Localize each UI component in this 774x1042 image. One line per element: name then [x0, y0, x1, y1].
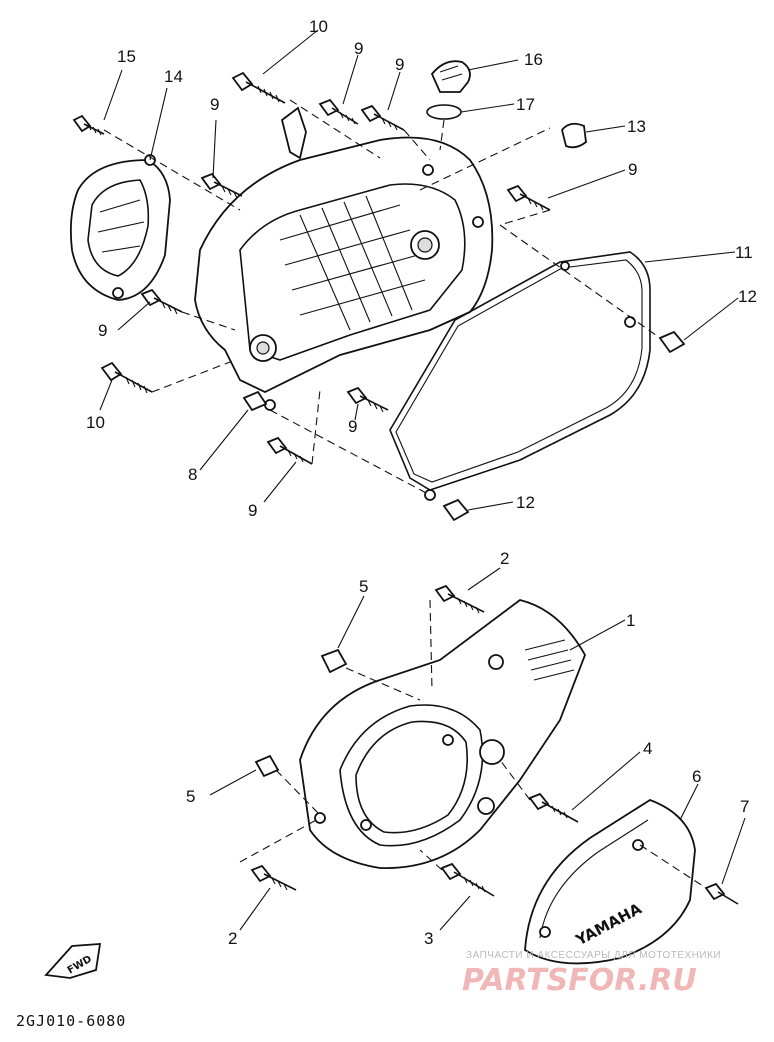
callout-9-a: 9	[354, 39, 363, 58]
callout-5-upper: 5	[359, 577, 368, 596]
part-9-bolt-c	[200, 172, 243, 199]
leader-lines-lower	[209, 567, 746, 931]
callout-4: 4	[643, 739, 652, 758]
part-10-bolt-lower	[100, 361, 153, 394]
fwd-arrow-icon: FWD	[44, 943, 102, 979]
callout-7: 7	[740, 797, 749, 816]
callout-17: 17	[516, 95, 535, 114]
callouts-lower: 2 5 1 4 6 7 5 2 3	[186, 549, 749, 948]
part-16-oil-filler-plug	[430, 60, 471, 93]
callout-9-d: 9	[628, 160, 637, 179]
callout-12-b: 12	[516, 493, 535, 512]
callout-13: 13	[627, 117, 646, 136]
part-6-clutch-cover: YAMAHA	[524, 798, 696, 965]
callout-5-lower: 5	[186, 787, 195, 806]
callout-11: 11	[735, 243, 753, 262]
part-5-dowel-lower	[254, 754, 280, 778]
part-17-o-ring	[426, 104, 462, 120]
part-9-bolt-e	[140, 288, 183, 315]
callout-15: 15	[117, 47, 136, 66]
part-4-bolt	[528, 792, 579, 823]
part-9-bolt-g	[266, 436, 313, 465]
part-9-bolt-b	[360, 104, 405, 131]
part-9-bolt-f	[346, 386, 389, 413]
watermark-tagline: ЗАПЧАСТИ И АКСЕССУАРЫ ДЛЯ МОТОТЕХНИКИ	[466, 950, 721, 961]
watermark: ЗАПЧАСТИ И АКСЕССУАРЫ ДЛЯ МОТОТЕХНИКИ PA…	[462, 950, 721, 998]
callout-3: 3	[424, 929, 433, 948]
leader-lines-upper	[99, 29, 739, 511]
part-1-crankcase-cover	[299, 599, 586, 869]
wire-clip	[280, 106, 307, 160]
callout-14: 14	[164, 67, 183, 86]
callout-8: 8	[188, 465, 197, 484]
crankcase-cover-upper	[194, 136, 494, 411]
callout-16: 16	[524, 50, 543, 69]
callout-6: 6	[692, 767, 701, 786]
callout-9-f: 9	[348, 417, 357, 436]
callout-9-b: 9	[395, 55, 404, 74]
callout-9-g: 9	[248, 501, 257, 520]
part-12-dowel-upper	[658, 330, 686, 354]
part-10-bolt-upper	[231, 71, 286, 104]
part-9-bolt-d	[506, 184, 551, 211]
part-5-dowel-upper	[320, 648, 348, 674]
part-2-bolt-upper	[434, 584, 485, 614]
callout-9-e: 9	[98, 321, 107, 340]
part-3-bolt	[440, 862, 495, 897]
callout-1: 1	[626, 611, 635, 630]
callouts-upper: 10 15 14 9 9 9 16 17 13 9 11 12 9 10 9 8…	[86, 17, 757, 520]
callout-10-bottom: 10	[86, 413, 105, 432]
part-2-bolt-lower	[250, 864, 297, 891]
part-8-dowel	[242, 390, 268, 412]
part-15-screw	[72, 114, 105, 136]
part-13-cap	[561, 122, 587, 149]
callout-9-c: 9	[210, 95, 219, 114]
part-9-bolt-a	[318, 98, 359, 125]
callout-12-a: 12	[738, 287, 757, 306]
part-12-dowel-lower	[442, 498, 470, 522]
callout-10-top: 10	[309, 17, 328, 36]
part-7-screw	[704, 882, 739, 905]
callout-2-upper: 2	[500, 549, 509, 568]
callout-2-lower: 2	[228, 929, 237, 948]
diagram-reference-code: 2GJ010-6080	[16, 1012, 126, 1030]
part-14-shroud	[69, 154, 171, 301]
watermark-brand: PARTSFOR.RU	[462, 963, 697, 998]
